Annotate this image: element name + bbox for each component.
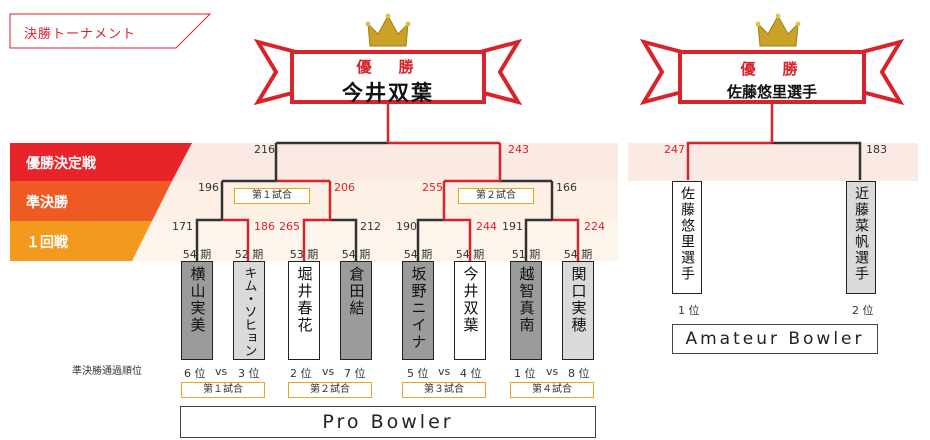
first-match-box: 第１試合 bbox=[181, 382, 265, 398]
round-label-semi: 準決勝 bbox=[26, 195, 68, 211]
player-term: 53 期 bbox=[289, 248, 319, 261]
amateur-rank: 1 位 bbox=[678, 304, 700, 317]
seed: 8 位 bbox=[568, 367, 590, 380]
player-term: 54 期 bbox=[341, 248, 371, 261]
player-name: 越智真南 bbox=[517, 266, 536, 334]
final-score-right: 243 bbox=[508, 143, 529, 156]
player-term: 52 期 bbox=[234, 248, 264, 261]
player-name: 堀井春花 bbox=[295, 266, 314, 334]
pro-champion-text: 優 勝 今井双葉 bbox=[296, 56, 480, 107]
amateur-champion-title: 優 勝 bbox=[740, 60, 804, 78]
first-match-box: 第２試合 bbox=[288, 382, 372, 398]
player-box: 今井双葉 bbox=[454, 261, 486, 360]
seed: 1 位 bbox=[514, 367, 536, 380]
amateur-score-right: 183 bbox=[866, 143, 887, 156]
pro-champion-name: 今井双葉 bbox=[342, 81, 434, 105]
player-term: 54 期 bbox=[563, 248, 593, 261]
seed: 6 位 bbox=[184, 367, 206, 380]
player-box: 坂野ニイナ bbox=[402, 261, 434, 360]
section-tag-label: 決勝トーナメント bbox=[24, 27, 137, 42]
round-final-shape bbox=[10, 143, 192, 181]
header-tag-shape bbox=[9, 13, 212, 49]
champion-banner bbox=[253, 38, 523, 106]
vs-label: vs bbox=[438, 365, 451, 378]
bracket-lines bbox=[195, 104, 862, 261]
semi-score: 196 bbox=[198, 181, 219, 194]
amateur-player-name: 佐藤悠里選手 bbox=[679, 186, 695, 282]
player-name: 横山実美 bbox=[188, 266, 207, 334]
crown-icon bbox=[755, 13, 801, 47]
player-box: 関口実穂 bbox=[562, 261, 594, 360]
round-first-shape bbox=[10, 221, 152, 261]
band-amateur bbox=[628, 143, 918, 181]
amateur-player-box: 近藤菜帆選手 bbox=[846, 181, 876, 294]
first-match-box: 第４試合 bbox=[510, 382, 594, 398]
vs-label: vs bbox=[546, 365, 559, 378]
seed: 2 位 bbox=[290, 367, 312, 380]
amateur-champion-text: 優 勝 佐藤悠里選手 bbox=[684, 58, 860, 102]
vs-label: vs bbox=[322, 365, 335, 378]
semi-match-box: 第２試合 bbox=[458, 188, 534, 204]
player-term: 54 期 bbox=[455, 248, 485, 261]
player-name: 関口実穂 bbox=[569, 266, 588, 334]
player-term: 54 期 bbox=[182, 248, 212, 261]
amateur-player-name: 近藤菜帆選手 bbox=[853, 186, 869, 282]
amateur-champion-banner bbox=[639, 38, 905, 106]
pro-champion-title: 優 勝 bbox=[356, 58, 420, 76]
round-semi-shape bbox=[10, 181, 172, 221]
first-match-box: 第３試合 bbox=[402, 382, 486, 398]
player-box: 横山実美 bbox=[181, 261, 213, 360]
player-term: 51 期 bbox=[511, 248, 541, 261]
pro-bowler-label: Pro Bowler bbox=[180, 406, 596, 438]
first-score: 212 bbox=[360, 220, 381, 233]
player-box: 堀井春花 bbox=[288, 261, 320, 360]
amateur-champion-name: 佐藤悠里選手 bbox=[726, 83, 817, 101]
first-score: 171 bbox=[172, 220, 193, 233]
semi-score: 166 bbox=[556, 181, 577, 194]
amateur-rank: 2 位 bbox=[852, 304, 874, 317]
first-score: 186 bbox=[254, 220, 275, 233]
first-score: 265 bbox=[279, 220, 300, 233]
round-label-final: 優勝決定戦 bbox=[26, 156, 96, 172]
qualify-label: 準決勝通過順位 bbox=[72, 366, 142, 377]
vs-label: vs bbox=[215, 365, 228, 378]
semi-match-box: 第１試合 bbox=[234, 188, 310, 204]
first-score: 224 bbox=[584, 220, 605, 233]
seed: 4 位 bbox=[460, 367, 482, 380]
player-name: 今井双葉 bbox=[461, 266, 480, 334]
first-score: 244 bbox=[476, 220, 497, 233]
round-label-first: １回戦 bbox=[26, 235, 68, 251]
section-tag: 決勝トーナメント bbox=[10, 14, 210, 48]
player-name: 倉田結 bbox=[347, 266, 366, 317]
seed: 5 位 bbox=[407, 367, 429, 380]
crown-icon bbox=[365, 13, 411, 47]
first-score: 190 bbox=[396, 220, 417, 233]
amateur-bowler-label: Amateur Bowler bbox=[672, 324, 878, 354]
amateur-score-left: 247 bbox=[664, 143, 685, 156]
player-box: 倉田結 bbox=[340, 261, 372, 360]
seed: 3 位 bbox=[238, 367, 260, 380]
amateur-player-box: 佐藤悠里選手 bbox=[672, 181, 702, 294]
player-box: 越智真南 bbox=[510, 261, 542, 360]
semi-score: 206 bbox=[334, 181, 355, 194]
player-box: キム・ソヒョン bbox=[233, 261, 265, 360]
semi-score: 255 bbox=[422, 181, 443, 194]
seed: 7 位 bbox=[344, 367, 366, 380]
final-score-left: 216 bbox=[254, 143, 275, 156]
player-name: キム・ソヒョン bbox=[241, 266, 257, 357]
player-name: 坂野ニイナ bbox=[409, 266, 428, 351]
first-score: 191 bbox=[502, 220, 523, 233]
player-term: 54 期 bbox=[403, 248, 433, 261]
